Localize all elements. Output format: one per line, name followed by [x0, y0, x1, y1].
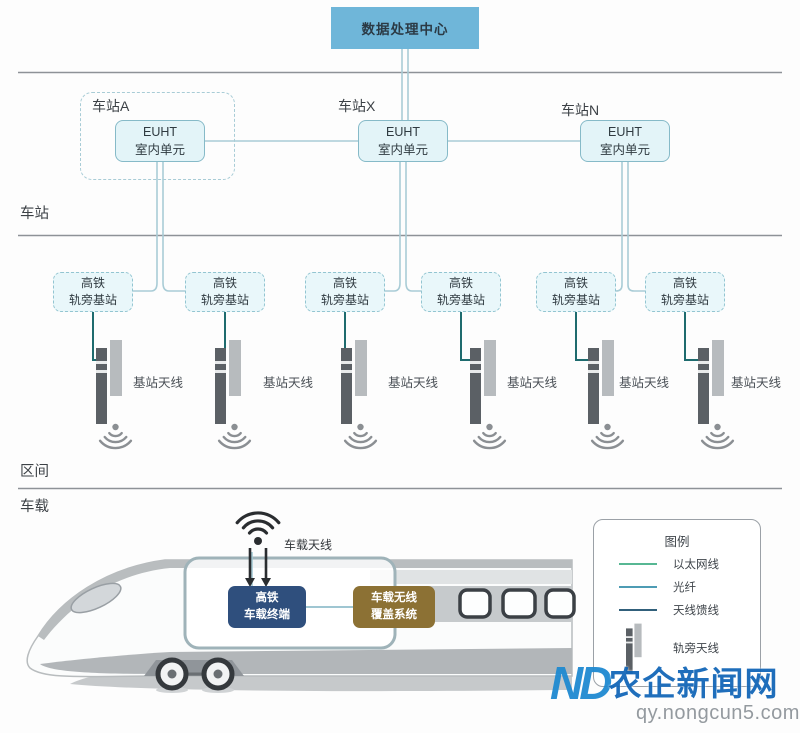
coverage-label: 车载无线: [371, 591, 417, 604]
trackside-antenna-icon: [341, 340, 376, 448]
trackside-base-station-box: 高铁 轨旁基站: [536, 272, 616, 312]
train-windshield: [70, 582, 122, 614]
base-station-label: 高铁: [563, 276, 588, 291]
coverage-label: 覆盖系统: [371, 609, 417, 621]
trackside-antenna-icon: [698, 340, 733, 448]
legend-box: 图例 以太网线 光纤 天线馈线 轨旁天线: [593, 519, 761, 687]
station-n-label: 车站N: [561, 102, 600, 118]
base-station-label: 轨旁基站: [660, 293, 709, 307]
legend-antenna-label: 轨旁天线: [673, 643, 719, 655]
legend-title: 图例: [664, 535, 690, 549]
base-station-label: 轨旁基站: [551, 293, 600, 307]
section-label-interval: 区间: [20, 464, 49, 480]
station-x-label: 车站X: [338, 98, 376, 114]
euht-indoor-unit-box: EUHT 室内单元: [580, 120, 670, 162]
trackside-base-station-box: 高铁 轨旁基站: [185, 272, 265, 312]
euht-label: EUHT: [385, 124, 421, 139]
train-wheel: [201, 657, 235, 691]
antenna-label: 基站天线: [388, 376, 439, 390]
base-station-label: 轨旁基站: [436, 293, 485, 307]
onboard-wifi-icon: [235, 511, 281, 545]
watermark-site-name: 农企新闻网: [608, 665, 779, 702]
base-station-label: 轨旁基站: [200, 293, 249, 307]
trackside-antenna-icon: [215, 340, 250, 448]
terminal-label: 高铁: [255, 591, 279, 604]
base-station-label: 高铁: [332, 276, 357, 291]
antenna-label: 基站天线: [619, 376, 670, 390]
train-wheel: [155, 657, 189, 691]
trackside-antenna-icon: [588, 340, 623, 448]
legend-fiber-line-sample: [619, 586, 657, 588]
base-station-label: 轨旁基站: [320, 293, 369, 307]
base-station-label: 高铁: [212, 276, 237, 291]
trackside-antenna-icon: [96, 340, 131, 448]
station-a-zone: [80, 92, 235, 180]
legend-fiber-label: 光纤: [673, 582, 696, 594]
onboard-antenna-label: 车载天线: [284, 538, 333, 552]
watermark-url: qy.nongcun5.com: [636, 702, 800, 724]
antenna-label: 基站天线: [133, 376, 184, 390]
base-station-label: 高铁: [80, 276, 105, 291]
data-center-label: 数据处理中心: [361, 22, 449, 37]
euht-label: EUHT: [607, 124, 643, 139]
indoor-unit-label: 室内单元: [377, 143, 428, 157]
section-label-station: 车站: [20, 206, 49, 222]
base-station-label: 高铁: [672, 276, 697, 291]
antenna-label: 基站天线: [507, 376, 558, 390]
section-label-onboard: 车载: [20, 499, 49, 515]
trackside-base-station-box: 高铁 轨旁基站: [305, 272, 385, 312]
trackside-base-station-box: 高铁 轨旁基站: [53, 272, 133, 312]
euht-label: EUHT: [142, 124, 178, 139]
indoor-unit-label: 室内单元: [599, 143, 650, 157]
antenna-label: 基站天线: [263, 376, 314, 390]
station-a-label: 车站A: [92, 98, 130, 114]
base-station-label: 高铁: [448, 276, 473, 291]
onboard-terminal-box: 高铁 车载终端: [228, 586, 306, 628]
legend-ethernet-line-sample: [619, 563, 657, 565]
trackside-base-station-box: 高铁 轨旁基站: [421, 272, 501, 312]
watermark: ND农企新闻网 qy.nongcun5.com: [550, 660, 800, 725]
indoor-unit-label: 室内单元: [134, 143, 185, 157]
euht-indoor-unit-box: EUHT 室内单元: [358, 120, 448, 162]
watermark-logo: ND: [550, 657, 612, 709]
antenna-label: 基站天线: [731, 376, 782, 390]
terminal-label: 车载终端: [244, 609, 290, 621]
signal-down-arrows: [245, 548, 271, 587]
data-center-box: 数据处理中心: [331, 7, 479, 49]
legend-feeder-line-sample: [619, 609, 657, 611]
legend-ethernet-label: 以太网线: [673, 559, 719, 571]
antenna-feeder-lines: [92, 312, 702, 362]
trackside-base-station-box: 高铁 轨旁基站: [645, 272, 725, 312]
base-station-label: 轨旁基站: [68, 293, 117, 307]
trackside-antenna-icon: [470, 340, 505, 448]
legend-feeder-label: 天线馈线: [673, 605, 719, 617]
onboard-coverage-box: 车载无线 覆盖系统: [353, 586, 435, 628]
euht-indoor-unit-box: EUHT 室内单元: [115, 120, 205, 162]
